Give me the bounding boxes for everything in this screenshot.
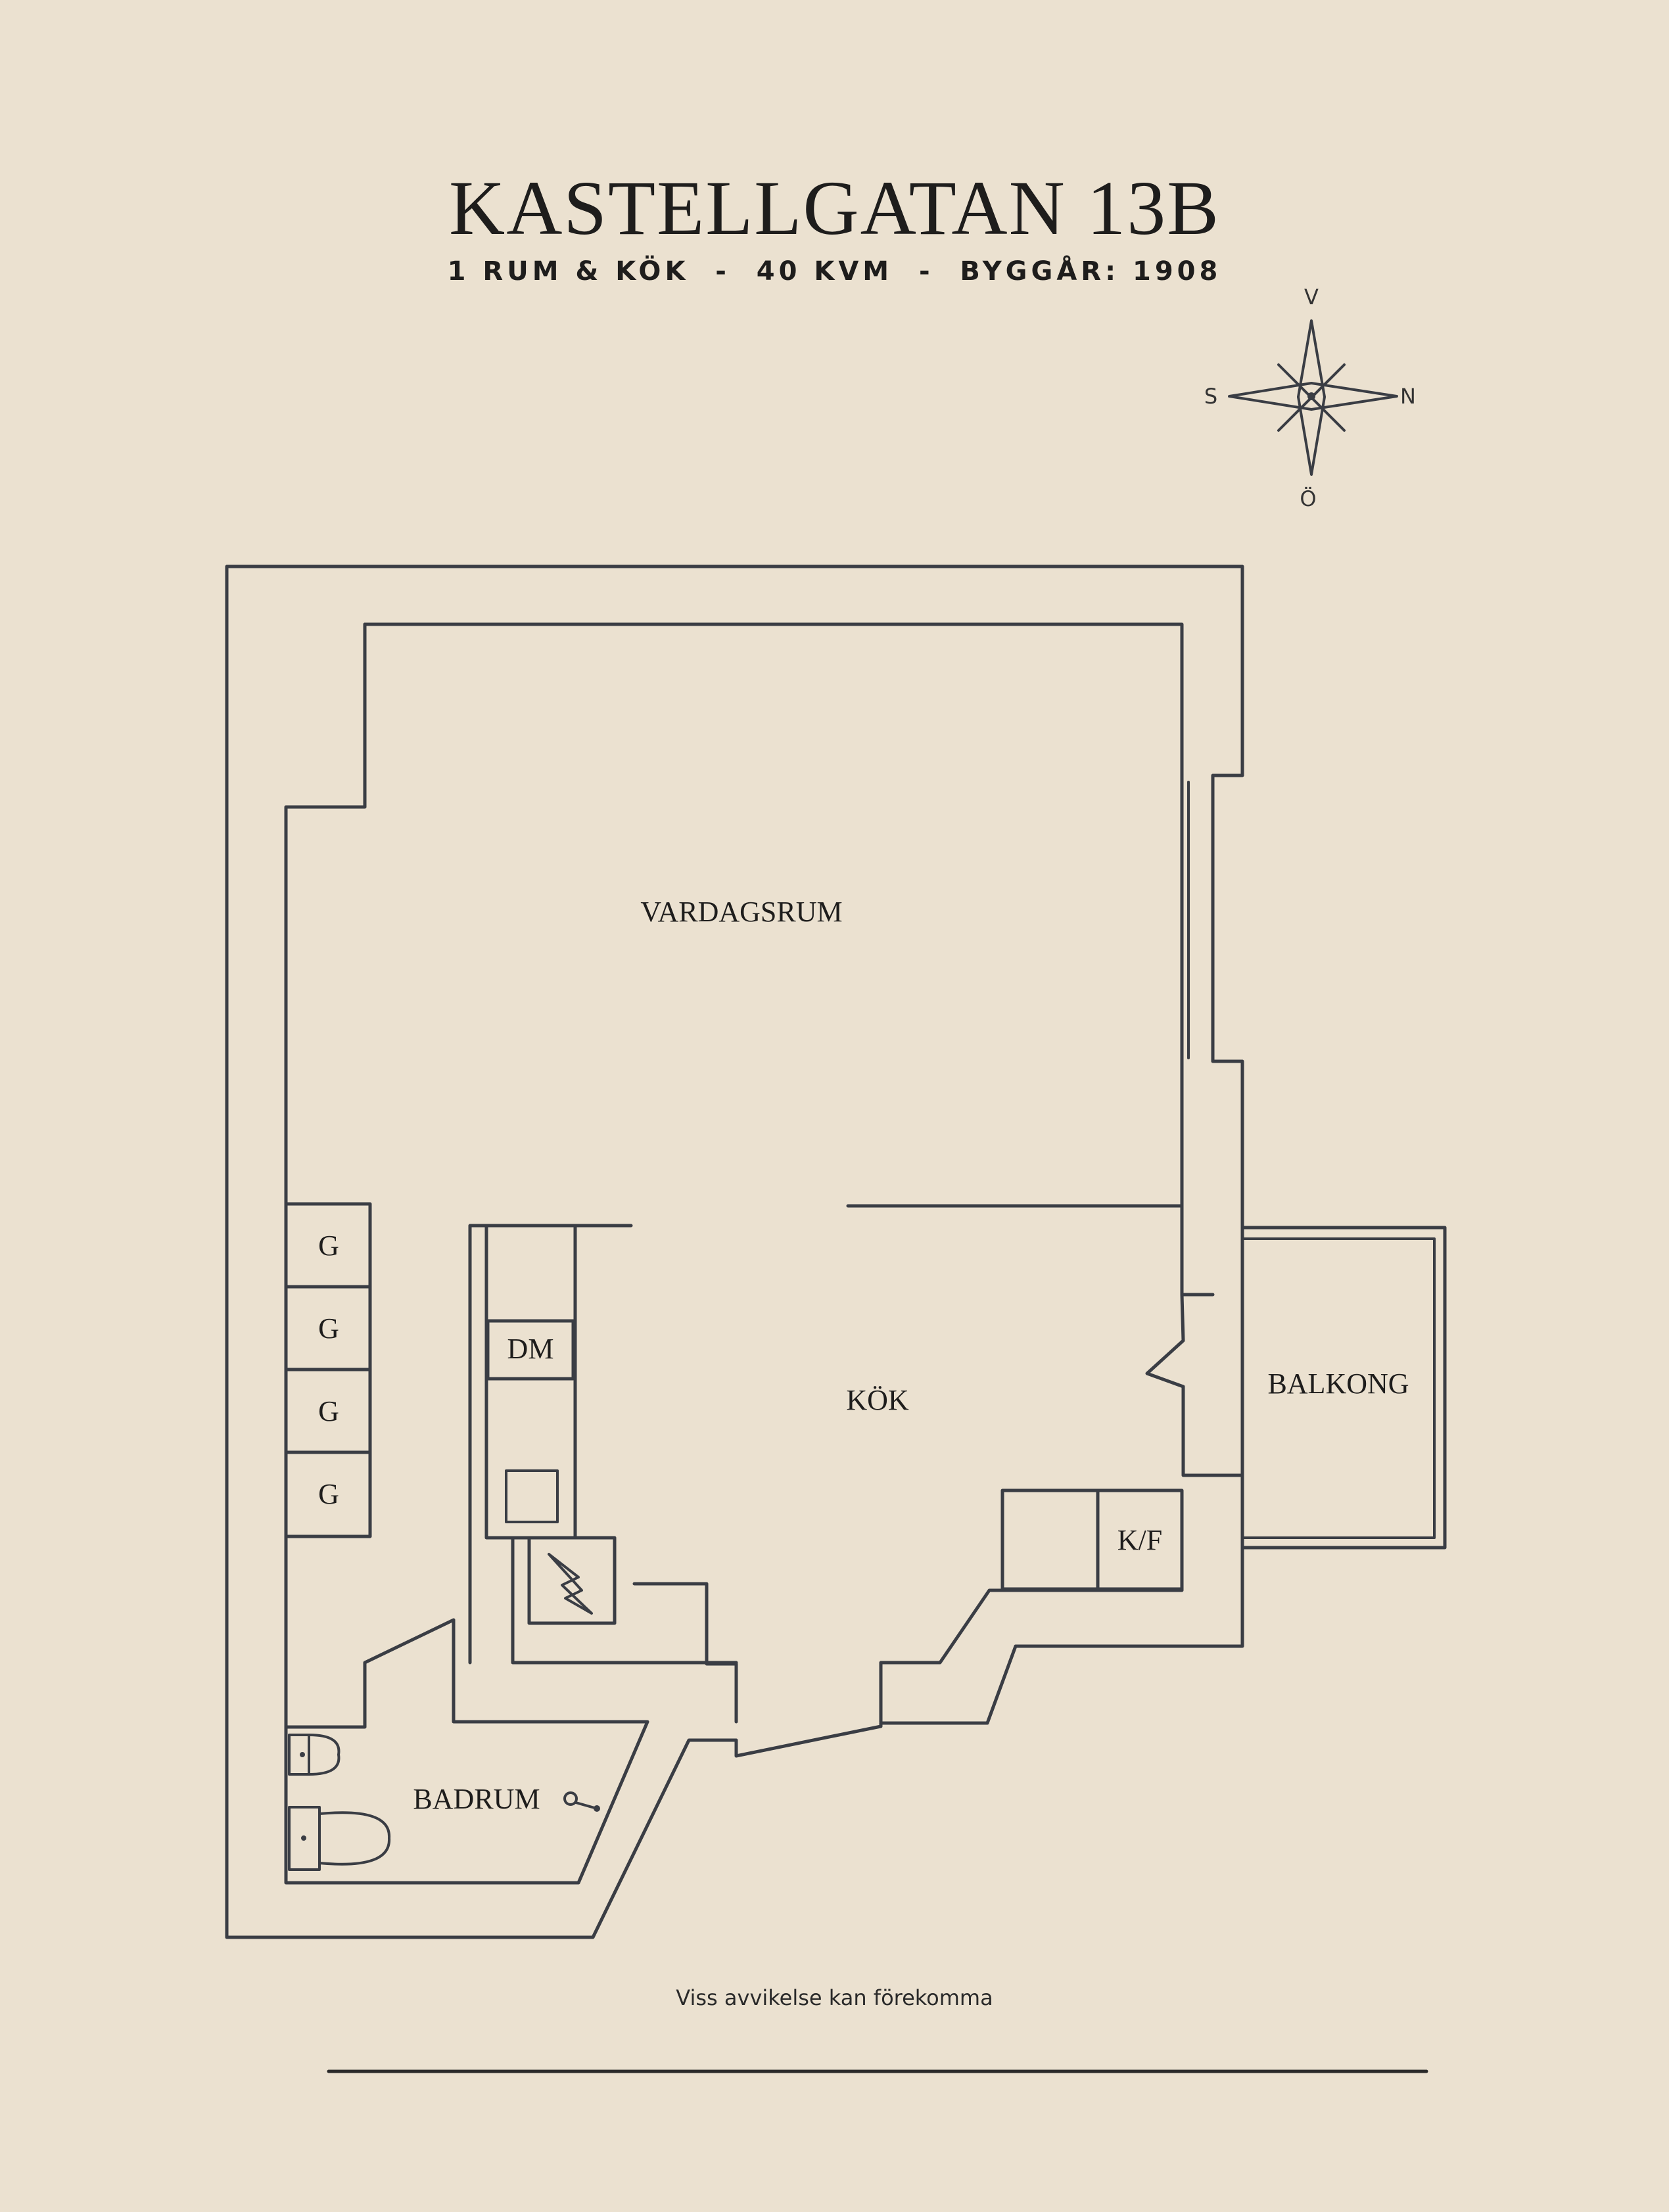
sink-icon [288,1734,341,1776]
compass-label-left: S [1204,384,1217,409]
room-label-dishwasher: DM [507,1333,554,1365]
room-label-balcony: BALKONG [1267,1368,1409,1400]
room-label-fridge: K/F [1117,1524,1162,1556]
wardrobe-label: G [318,1230,339,1262]
counter-left [468,1224,738,1665]
window-right [1187,781,1214,1059]
plan-subtitle: 1 RUM & KÖK - 40 KVM - BYGGÅR: 1908 [447,256,1222,287]
lightning-icon [548,1553,593,1615]
wardrobe-label: G [318,1478,339,1510]
kitchen-bottom-wall [632,1582,738,1724]
compass-label-top: V [1304,285,1319,310]
inner-wall-kitchen [1145,1204,1244,1477]
room-label-kitchen: KÖK [846,1384,909,1416]
stove-box [527,1536,617,1625]
compass-label-right: N [1400,384,1416,409]
compass-label-bottom: Ö [1300,486,1316,511]
compass-rose-icon: V S N Ö [1204,285,1416,511]
balcony-outline [1240,1226,1447,1550]
balcony-inner [1241,1237,1436,1539]
toilet-icon [288,1806,391,1871]
wardrobe-label: G [318,1395,339,1427]
dishwasher-box [486,1319,575,1381]
room-label-living: VARDAGSRUM [640,896,842,928]
outer-wall [225,565,1244,1939]
shower-icon [563,1791,600,1812]
inner-wall [363,622,1184,1208]
wardrobe-label: G [318,1312,339,1345]
inner-wall-left [284,622,649,1885]
fridge-box [1096,1488,1184,1591]
room-label-bathroom: BADRUM [413,1783,540,1815]
wardrobe-column [284,1202,372,1538]
disclaimer-note: Viss avvikelse kan förekomma [676,1985,993,2010]
plan-title: KASTELLGATAN 13B [449,165,1220,251]
bathroom-wall [284,1618,456,1729]
counter-right [1000,1488,1100,1591]
sink-square [505,1469,559,1523]
